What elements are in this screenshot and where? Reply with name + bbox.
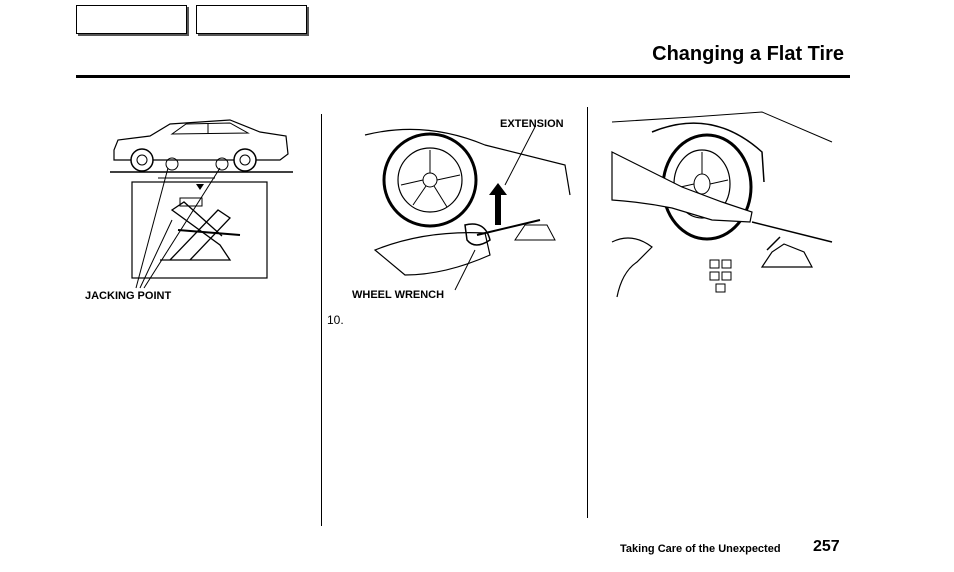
remove-tire-illustration xyxy=(611,111,833,298)
jacking-point-label: JACKING POINT xyxy=(85,290,172,302)
nav-button-1[interactable] xyxy=(76,5,187,34)
step-number: 10. xyxy=(327,313,344,327)
extension-label: EXTENSION xyxy=(500,118,564,130)
page-number: 257 xyxy=(813,538,840,555)
wheel-wrench-illustration xyxy=(364,126,571,291)
column-divider-1 xyxy=(321,114,322,526)
nav-button-2[interactable] xyxy=(196,5,307,34)
column-divider-2 xyxy=(587,107,588,518)
page-title: Changing a Flat Tire xyxy=(652,43,844,65)
jacking-point-illustration xyxy=(110,119,293,289)
header-rule xyxy=(76,75,850,78)
wheel-wrench-label: WHEEL WRENCH xyxy=(352,289,445,301)
footer-section-title: Taking Care of the Unexpected xyxy=(620,543,781,555)
